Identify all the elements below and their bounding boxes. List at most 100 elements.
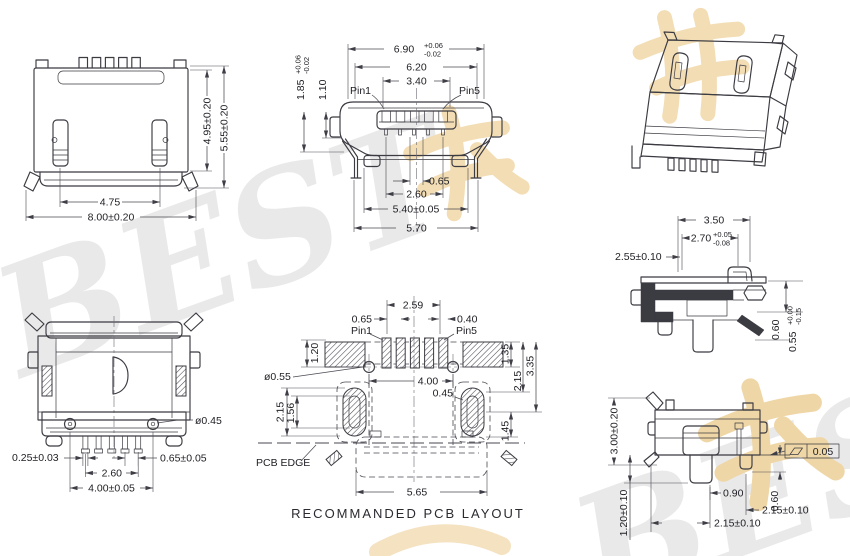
- drawing-shape: [385, 137, 444, 198]
- drawing-shape: [441, 128, 445, 136]
- drawing-shape: [643, 451, 660, 468]
- drawing-shape: [727, 266, 753, 284]
- dim-shell-width-tol-plus: +0.06: [424, 41, 443, 50]
- drawing-shape: [632, 21, 746, 60]
- drawing-shape: 3.35: [525, 356, 537, 377]
- drawing-shape: [395, 337, 406, 369]
- top-view-geometry: [23, 56, 199, 192]
- drawing-shape: [165, 435, 183, 447]
- dim-slot-w: 0.45: [433, 388, 454, 400]
- dim-opening-width: 6.20: [406, 62, 427, 74]
- dim-peg-height: 1.20±0.10: [618, 490, 630, 537]
- side-view-dimensions: 3.00±0.20 1.20±0.10 2.15±0.10 0.90 0.60: [608, 397, 840, 540]
- drawing-shape: [409, 137, 424, 185]
- drawing-shape: [368, 374, 454, 386]
- dim-side-height: 3.00±0.20: [609, 408, 621, 455]
- drawing-shape: [39, 171, 183, 187]
- dim-edge-offset: 2.15: [512, 371, 524, 392]
- drawing-shape: [108, 435, 115, 450]
- dim-total-h: 3.35: [525, 356, 537, 377]
- top-view: 4.75 8.00±0.20 4.95±0.20 5.55±0.20: [23, 56, 231, 224]
- dim-pad-h-right: 1.35: [500, 344, 512, 365]
- pcb-slot-right: [460, 387, 485, 437]
- front-view-geometry: [329, 88, 503, 232]
- drawing-shape: [500, 449, 518, 467]
- drawing-shape: [686, 299, 728, 317]
- drawing-shape: [38, 338, 190, 418]
- drawing-shape: +0.00: [786, 306, 795, 325]
- drawing-shape: [669, 52, 689, 91]
- drawing-shape: [500, 449, 518, 467]
- drawing-shape: [665, 399, 675, 411]
- drawing-shape: [678, 157, 686, 172]
- drawing-shape: [325, 449, 343, 467]
- drawing-shape: 1.85: [295, 79, 307, 100]
- drawing-shape: [649, 59, 750, 96]
- drawing-shape: [491, 116, 503, 138]
- dim-pin-span: 3.40: [406, 76, 427, 88]
- drawing-shape: 1.56: [285, 403, 297, 424]
- dim-pad-w: 0.40: [457, 314, 478, 326]
- drawing-shape: [438, 337, 449, 369]
- drawing-shape: [51, 137, 58, 143]
- watermark-stroke-fragment: [369, 524, 511, 556]
- drawing-shape: [700, 158, 708, 173]
- flatness-frame: 0.05: [769, 443, 840, 459]
- dim-tongue-height: 1.10: [317, 79, 329, 100]
- drawing-shape: +0.06: [294, 55, 303, 74]
- drawing-shape: [657, 321, 673, 336]
- drawing-shape: [82, 435, 89, 450]
- section-view-dimensions: 3.50 2.70 +0.05 -0.08 2.55±0.10 0.60 0.5…: [615, 215, 803, 352]
- drawing-shape: [441, 105, 466, 222]
- drawing-shape: [340, 296, 490, 482]
- dim-foot-height: 0.60: [769, 491, 781, 512]
- watermark: BEST BEST: [0, 7, 850, 556]
- pcb-slot-left: [342, 387, 367, 437]
- drawing-shape: -0.02: [302, 57, 311, 74]
- drawing-shape: [112, 356, 129, 395]
- dim-slot-span: 4.75: [100, 197, 121, 209]
- dim-slot-span: 2.15: [275, 402, 287, 423]
- drawing-shape: [184, 65, 229, 189]
- dim-hole-dia: ø0.55: [264, 371, 291, 383]
- dim-pad-pitch: 0.65±0.05: [160, 453, 207, 465]
- drawing-shape: [734, 422, 744, 430]
- drawing-shape: [41, 411, 187, 437]
- drawing-shape: [94, 448, 103, 454]
- dim-foot-offset: 2.15±0.10: [762, 505, 809, 517]
- dim-shell-width: 6.90: [394, 44, 415, 56]
- drawing-shape: [57, 70, 165, 85]
- drawing-shape: [470, 138, 491, 179]
- pcb-layout-geometry: [258, 296, 525, 482]
- drawing-shape: [381, 110, 391, 123]
- drawing-shape: [156, 419, 193, 424]
- drawing-shape: [395, 110, 406, 123]
- label-pin1: Pin1: [350, 85, 371, 97]
- drawing-shape: [640, 276, 767, 284]
- drawing-shape: [53, 149, 68, 161]
- bottom-view-legs: [81, 435, 143, 454]
- drawing-shape: [124, 452, 139, 466]
- dim-lip: 0.60: [770, 319, 782, 340]
- drawing-shape: [24, 312, 45, 332]
- drawing-shape: [369, 430, 382, 438]
- drawing-shape: [442, 94, 462, 110]
- bottom-view-dimensions: ø0.45 0.25±0.03 0.65±0.05 2.60 4.00±0.05: [12, 415, 222, 495]
- drawing-shape: -0.15: [794, 308, 803, 325]
- drawing-shape: [122, 435, 128, 450]
- drawing-shape: [152, 149, 167, 161]
- drawing-shape: [682, 425, 720, 456]
- drawing-shape: [640, 143, 765, 163]
- drawing-shape: [329, 116, 341, 138]
- drawing-shape: [81, 448, 90, 454]
- drawing-shape: [667, 157, 675, 171]
- drawing-shape: [736, 314, 765, 337]
- drawing-shape: [692, 319, 714, 353]
- dim-pad-h-left: 1.20: [309, 343, 321, 364]
- drawing-shape: [325, 449, 343, 467]
- drawing-shape: [118, 56, 128, 69]
- drawing-shape: [737, 64, 747, 83]
- dim-pad-row: 2.60: [102, 468, 123, 480]
- drawing-shape: [181, 171, 199, 192]
- watermark-cjk-brush-2: [632, 7, 750, 124]
